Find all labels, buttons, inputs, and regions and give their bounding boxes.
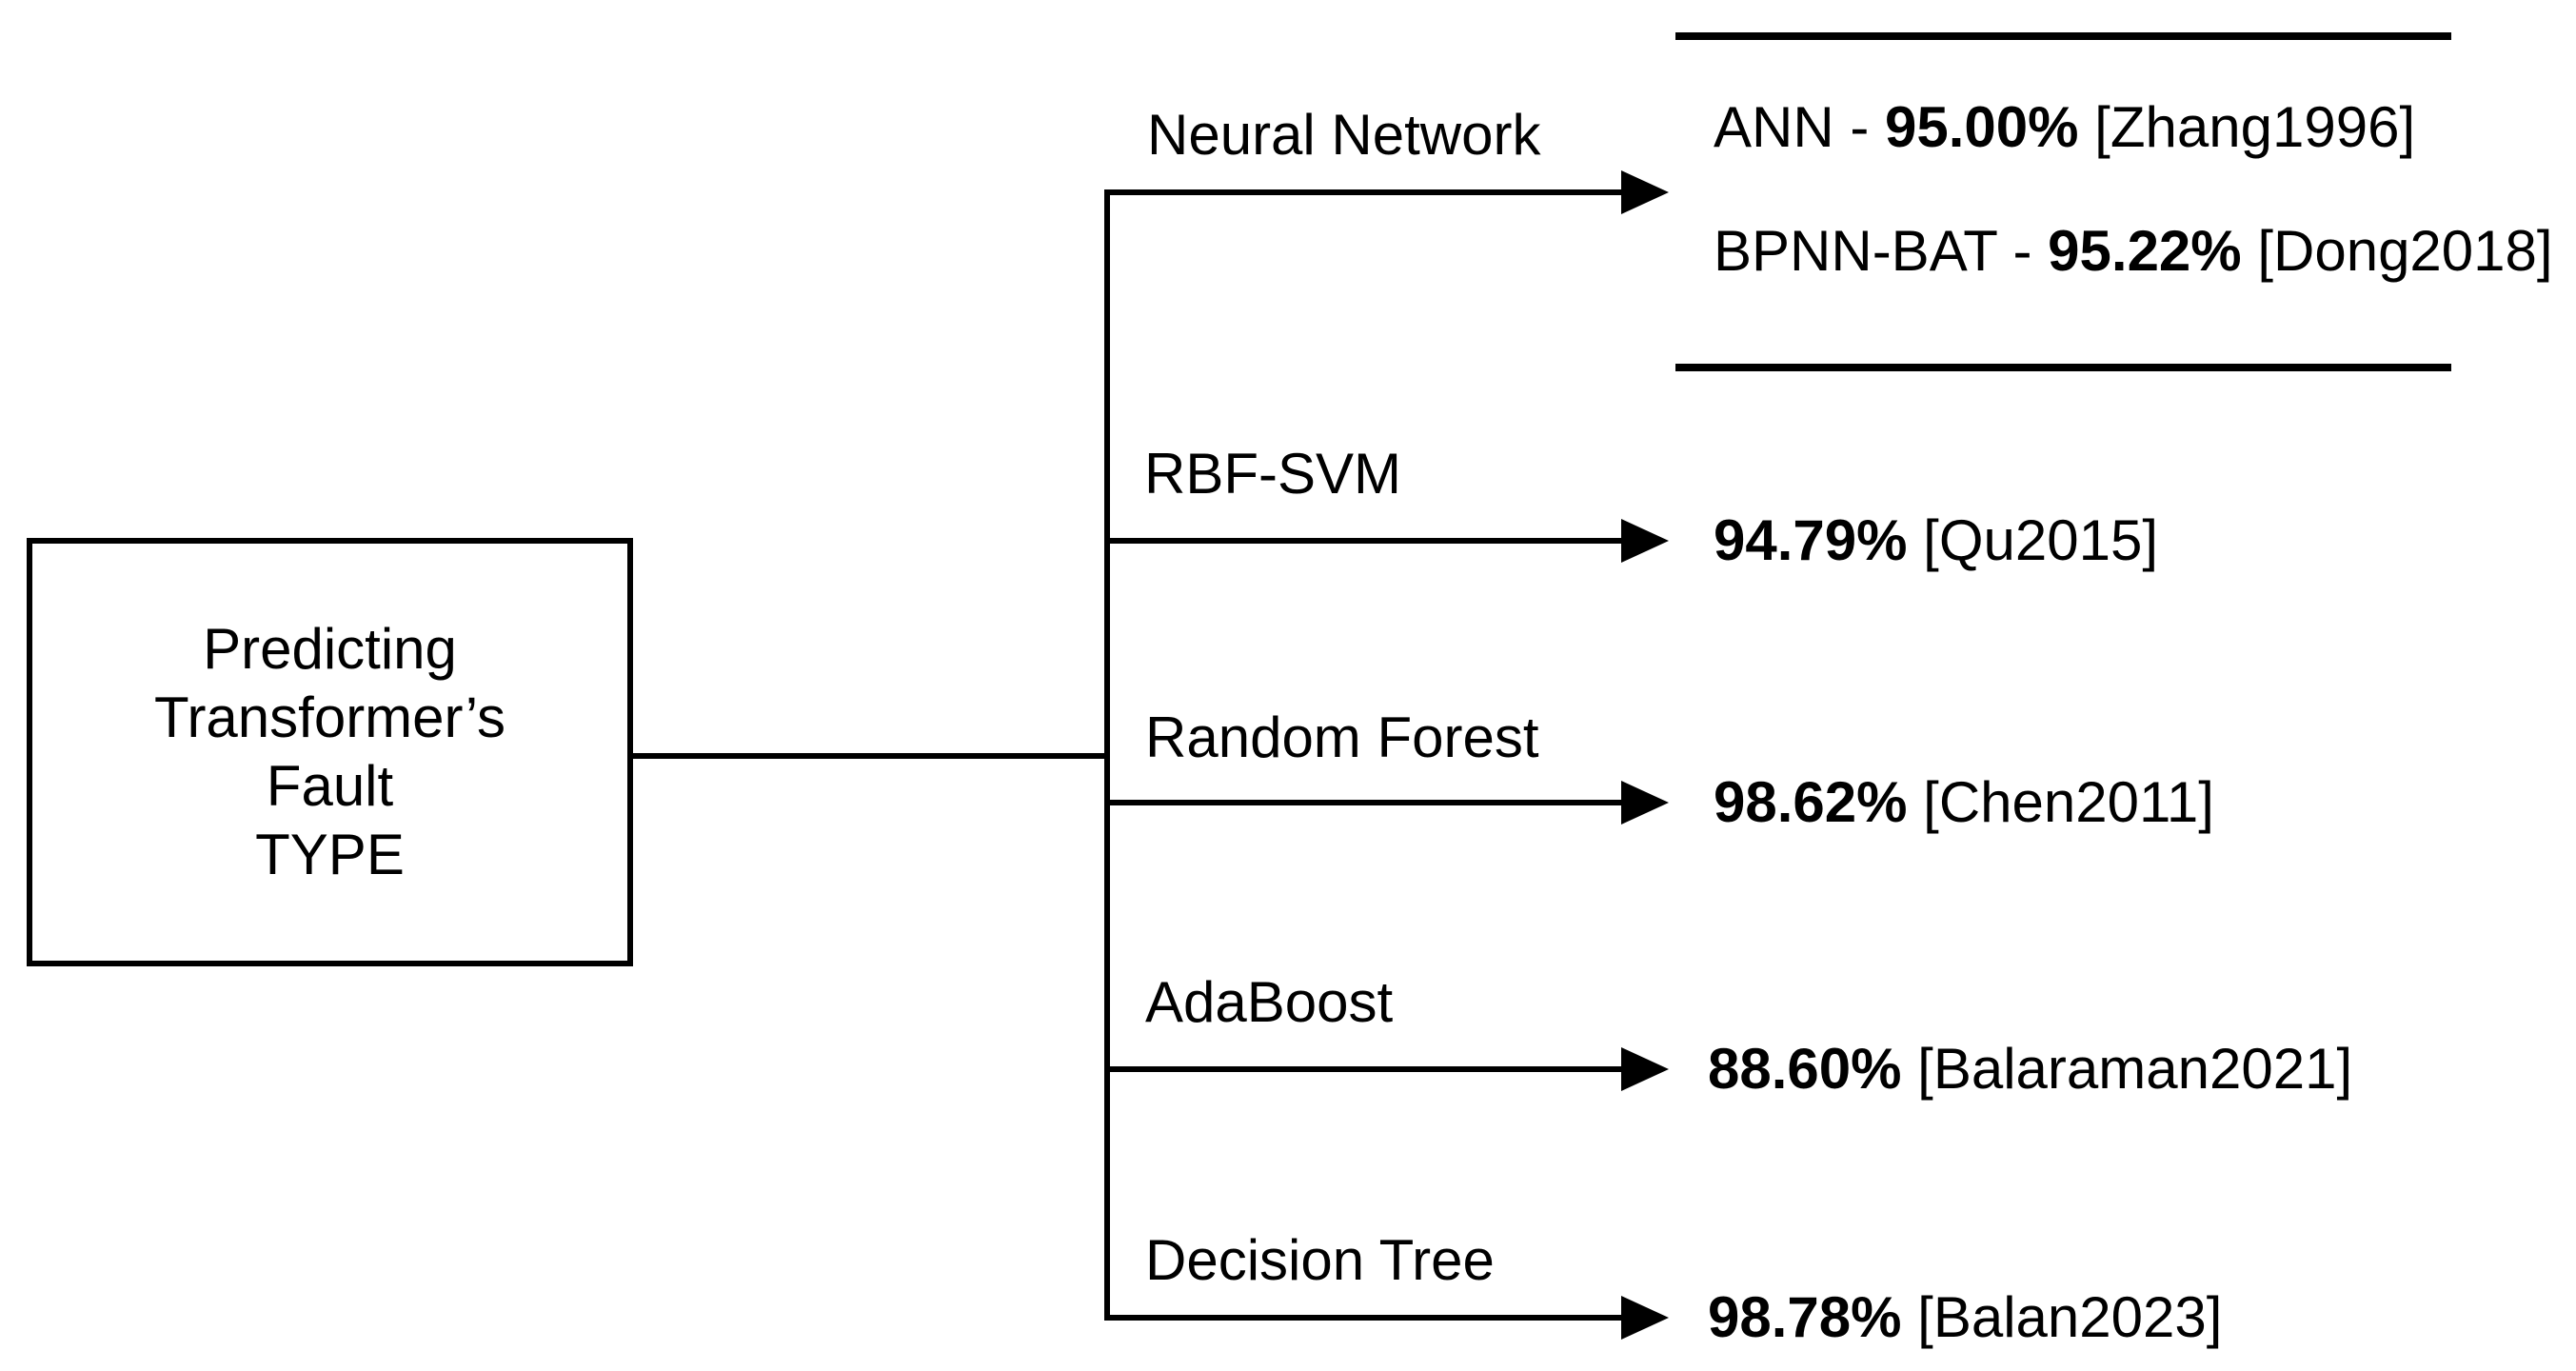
arrow-head-icon	[1621, 519, 1669, 563]
result-adaboost: 88.60% [Balaraman2021]	[1708, 1035, 2352, 1103]
arrow-head-icon	[1621, 781, 1669, 825]
result-group-top-divider	[1675, 32, 2451, 40]
root-node-box: Predicting Transformer’s Fault TYPE	[27, 538, 633, 966]
result-citation: [Balaraman2021]	[1901, 1037, 2353, 1101]
result-accuracy-value: 95.22%	[2048, 219, 2242, 283]
result-citation: [Zhang1996]	[2078, 95, 2416, 159]
result-accuracy-value: 98.62%	[1714, 770, 1908, 834]
root-node-line-4: TYPE	[255, 823, 405, 886]
result-accuracy-value: 94.79%	[1714, 508, 1908, 572]
branch-label-neural-network: Neural Network	[1147, 103, 1541, 167]
arrow-head-icon	[1621, 170, 1669, 214]
result-method-prefix: BPNN-BAT -	[1714, 219, 2049, 283]
result-method-prefix: ANN -	[1714, 95, 1885, 159]
result-rbf-svm: 94.79% [Qu2015]	[1714, 507, 2158, 575]
branch-label-random-forest: Random Forest	[1145, 705, 1539, 769]
root-node-line-3: Fault	[266, 754, 394, 818]
result-accuracy-value: 98.78%	[1708, 1285, 1902, 1349]
branch-line-adaboost	[1104, 1066, 1623, 1072]
arrow-head-icon	[1621, 1296, 1669, 1340]
branch-line-decision-tree	[1104, 1315, 1623, 1321]
branch-line-neural-network	[1104, 189, 1623, 195]
result-decision-tree: 98.78% [Balan2023]	[1708, 1283, 2222, 1352]
trunk-line	[1104, 189, 1110, 1321]
result-accuracy-value: 95.00%	[1885, 95, 2079, 159]
branch-line-random-forest	[1104, 800, 1623, 805]
result-citation: [Dong2018]	[2241, 219, 2553, 283]
root-connector-line	[633, 753, 1107, 759]
result-citation: [Balan2023]	[1901, 1285, 2223, 1349]
result-group-bottom-divider	[1675, 364, 2451, 371]
result-citation: [Chen2011]	[1907, 770, 2214, 834]
root-node-line-1: Predicting	[203, 617, 457, 681]
root-node-line-2: Transformer’s	[154, 686, 505, 749]
result-neural-network-bpnn-bat: BPNN-BAT - 95.22% [Dong2018]	[1714, 217, 2553, 286]
arrow-head-icon	[1621, 1047, 1669, 1091]
result-citation: [Qu2015]	[1907, 508, 2159, 572]
branch-label-decision-tree: Decision Tree	[1145, 1228, 1495, 1292]
branch-line-rbf-svm	[1104, 538, 1623, 544]
result-accuracy-value: 88.60%	[1708, 1037, 1902, 1101]
branch-label-rbf-svm: RBF-SVM	[1144, 442, 1401, 506]
result-random-forest: 98.62% [Chen2011]	[1714, 768, 2214, 837]
result-neural-network-ann: ANN - 95.00% [Zhang1996]	[1714, 93, 2415, 162]
branch-label-adaboost: AdaBoost	[1145, 970, 1394, 1034]
